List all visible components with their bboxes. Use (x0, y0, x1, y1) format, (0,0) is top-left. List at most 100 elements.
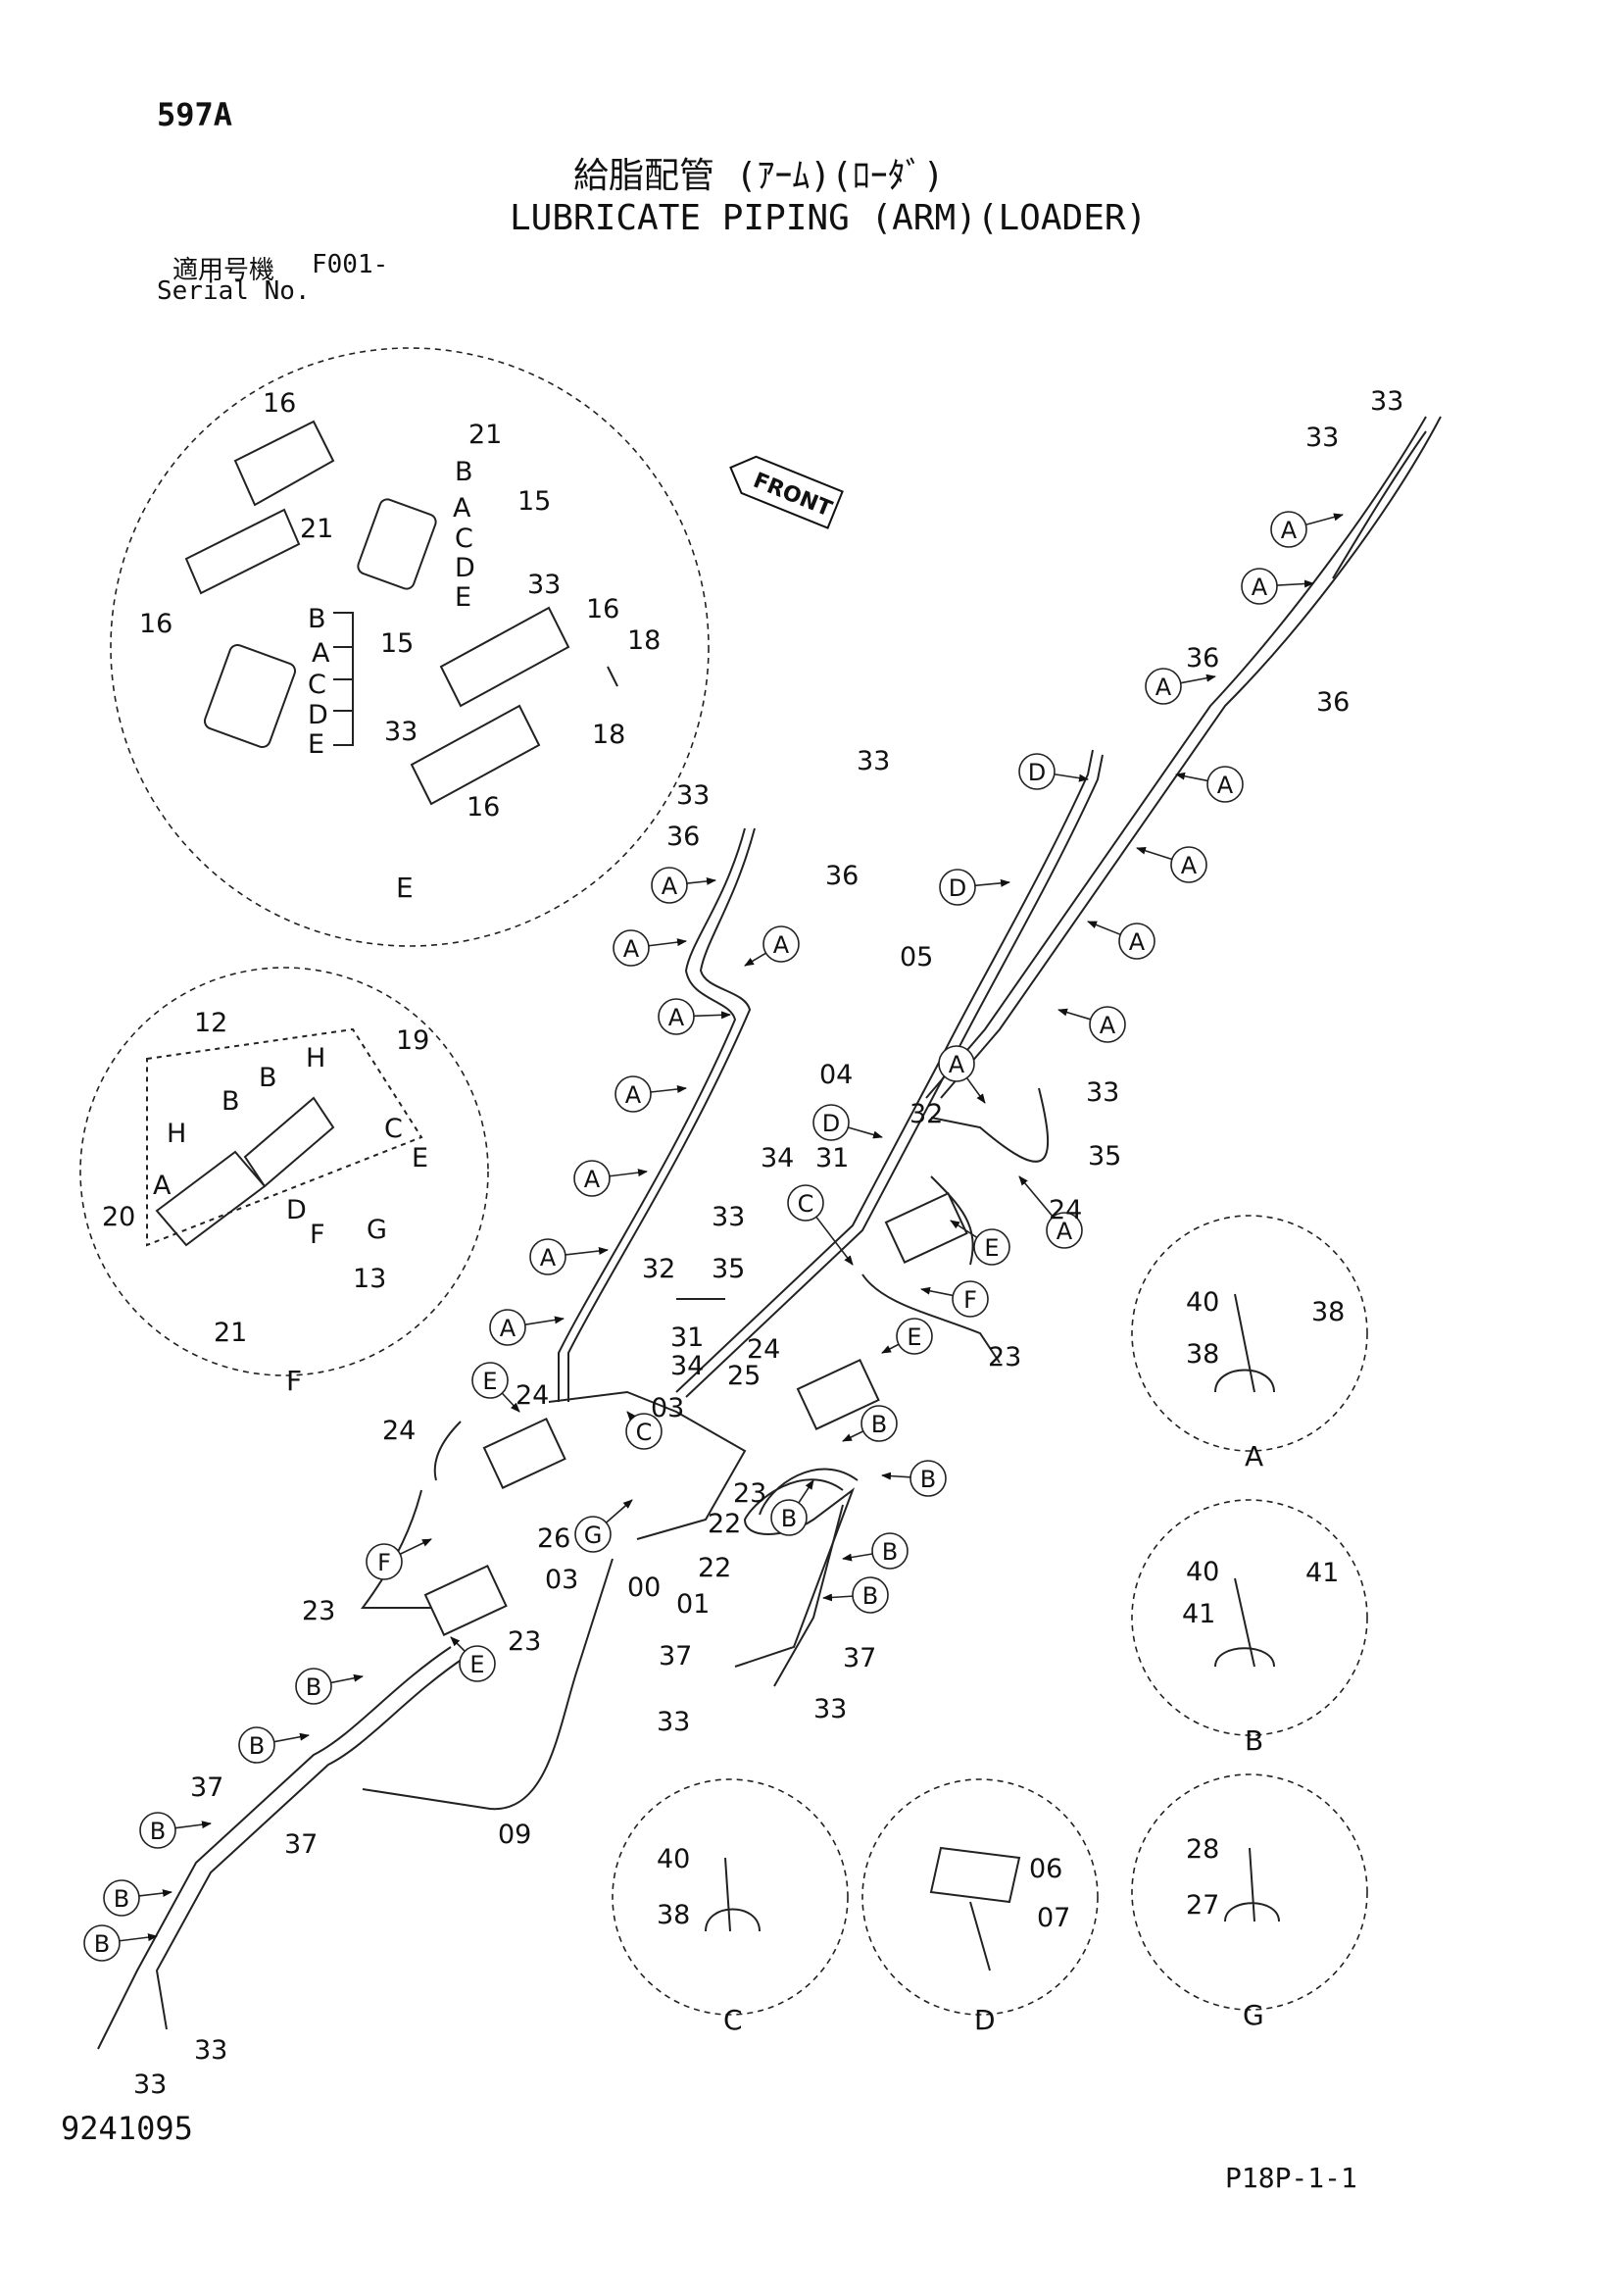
serial-value: F001- (312, 250, 389, 279)
part-label: 23 (302, 1596, 335, 1626)
part-label: 36 (825, 861, 859, 891)
detail-clamp-parts (705, 1293, 1280, 1972)
part-label: 23 (733, 1478, 766, 1509)
part-label: 40 (657, 1844, 690, 1874)
svg-text:A: A (1100, 1012, 1116, 1039)
callout-bubble-e: E (471, 1362, 520, 1413)
svg-text:A: A (584, 1166, 601, 1193)
view-label-f: F (286, 1365, 302, 1397)
callout-bubble-e: E (950, 1220, 1010, 1266)
view-label-g: G (1243, 1999, 1264, 2031)
part-label: 16 (263, 388, 296, 419)
svg-text:A: A (1129, 928, 1146, 956)
letter-label: A (453, 493, 471, 524)
part-label: 18 (592, 720, 625, 750)
svg-text:A: A (773, 931, 790, 959)
part-label: 38 (1311, 1297, 1345, 1327)
part-label: 33 (1370, 386, 1403, 417)
callout-bubble-b: B (770, 1479, 814, 1536)
part-labels: 16 21 15 21 33 16 16 15 18 33 18 16 12 1… (102, 386, 1403, 2100)
svg-text:B: B (920, 1466, 936, 1493)
serial-label: Serial No. (157, 276, 311, 306)
page-reference: P18P-1-1 (1225, 2162, 1357, 2194)
part-label: 13 (353, 1264, 386, 1294)
part-label: 31 (670, 1323, 704, 1353)
part-label: 06 (1029, 1854, 1062, 1884)
part-label: 16 (467, 792, 500, 823)
part-label: 27 (1186, 1890, 1219, 1921)
svg-text:B: B (781, 1505, 797, 1532)
part-label: 41 (1182, 1599, 1215, 1629)
letter-label: H (167, 1119, 186, 1149)
view-label-e: E (396, 872, 414, 904)
inline-letters: B A C D E B A C D E H B B H C E A D F G (153, 457, 475, 1250)
part-label: 01 (676, 1589, 710, 1620)
title-english: LUBRICATE PIPING (ARM)(LOADER) (510, 198, 1148, 238)
callout-bubble-c: C (625, 1411, 663, 1450)
part-label: 37 (190, 1772, 223, 1803)
callout-bubble-c: C (787, 1184, 854, 1266)
part-label: 37 (659, 1641, 692, 1672)
part-label: 22 (708, 1509, 741, 1539)
svg-text:C: C (798, 1190, 814, 1218)
part-label: 21 (300, 514, 333, 544)
svg-text:A: A (662, 873, 678, 900)
callout-bubble-f: F (366, 1538, 432, 1580)
callout-bubble-a: A (529, 1238, 609, 1275)
part-label: 25 (727, 1361, 761, 1391)
letter-label: B (308, 604, 326, 634)
svg-text:B: B (871, 1411, 887, 1438)
letter-label: B (259, 1063, 277, 1093)
part-label: 33 (527, 570, 561, 600)
page-code: 597A (157, 96, 233, 133)
detail-f-parts (146, 1027, 423, 1247)
part-label: 05 (900, 942, 933, 973)
applicable-label: 適用号機 (172, 256, 275, 285)
letter-label: F (310, 1220, 325, 1250)
part-label: 35 (712, 1254, 745, 1284)
svg-text:B: B (249, 1732, 265, 1760)
view-label-b: B (1245, 1724, 1263, 1757)
callout-bubble-a: A (1145, 668, 1216, 705)
part-label: 15 (517, 486, 551, 517)
callout-bubble-b: B (83, 1924, 158, 1962)
detail-e-parts (184, 420, 618, 806)
callout-bubble-a: A (1175, 766, 1244, 803)
pipe-lines (97, 416, 1442, 2050)
letter-label: B (221, 1086, 240, 1117)
svg-text:F: F (963, 1286, 977, 1314)
detail-circle-f (79, 967, 489, 1376)
part-label: 24 (1049, 1195, 1082, 1225)
manifold-blocks (423, 1191, 968, 1636)
part-label: 23 (508, 1626, 541, 1657)
svg-text:D: D (822, 1110, 840, 1137)
callout-bubble-b: B (822, 1576, 889, 1614)
part-label: 36 (1316, 687, 1350, 718)
letter-label: A (312, 638, 330, 669)
callout-bubble-a: A (573, 1160, 648, 1197)
svg-text:C: C (636, 1419, 653, 1446)
part-label: 19 (396, 1025, 429, 1056)
part-label: 03 (651, 1393, 684, 1423)
callout-bubble-a: A (938, 1045, 986, 1104)
title-japanese: 給脂配管 (ｱｰﾑ)(ﾛｰﾀﾞ) (573, 156, 945, 196)
part-label: 33 (676, 780, 710, 811)
part-label: 38 (657, 1900, 690, 1930)
svg-text:B: B (882, 1538, 898, 1566)
svg-text:A: A (1057, 1218, 1073, 1245)
part-label: 33 (712, 1202, 745, 1232)
svg-text:E: E (984, 1234, 999, 1262)
svg-text:A: A (1252, 574, 1268, 601)
letter-label: E (308, 729, 324, 760)
part-label: 04 (819, 1060, 853, 1090)
letter-label: E (412, 1143, 428, 1173)
detail-circle-d (861, 1778, 1099, 2016)
part-label: 24 (516, 1380, 549, 1411)
svg-text:A: A (625, 1081, 642, 1109)
drawing-number: 9241095 (61, 2110, 193, 2147)
callout-bubble-b: B (881, 1460, 947, 1497)
part-label: 37 (284, 1829, 318, 1860)
callout-bubble-a: A (744, 925, 800, 967)
svg-text:A: A (668, 1004, 685, 1031)
